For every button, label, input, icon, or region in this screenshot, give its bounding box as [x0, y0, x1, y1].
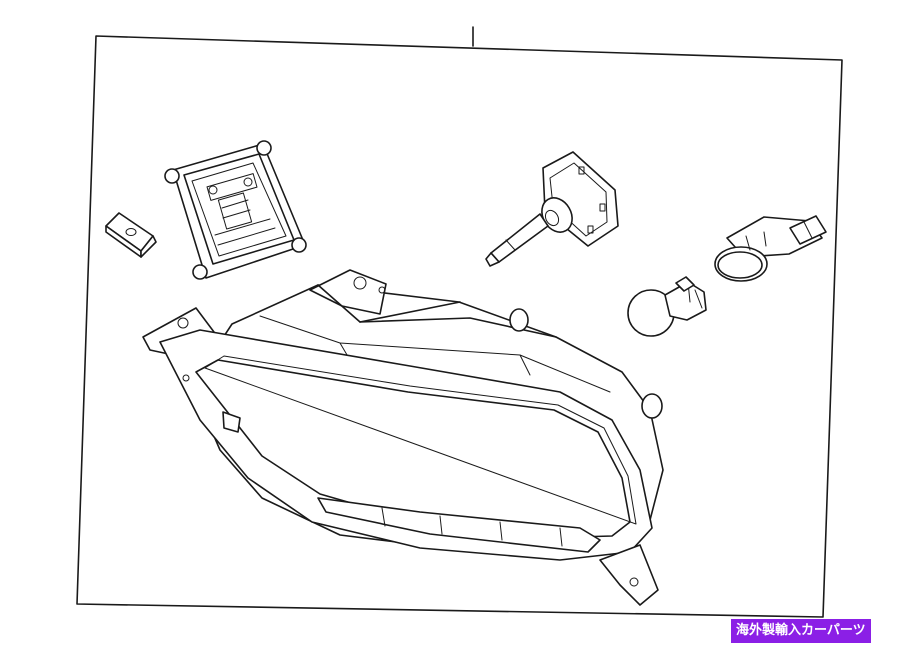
headlamp-assembly-part [142, 269, 664, 606]
diagram-frame [76, 35, 843, 618]
hid-bulb-part [485, 151, 619, 267]
watermark-label: 海外製輸入カーパーツ [731, 619, 871, 643]
ballast-module-part [164, 140, 307, 280]
clip-part [105, 212, 157, 258]
bulb-socket-part [714, 215, 827, 282]
wedge-bulb-part [627, 276, 707, 337]
